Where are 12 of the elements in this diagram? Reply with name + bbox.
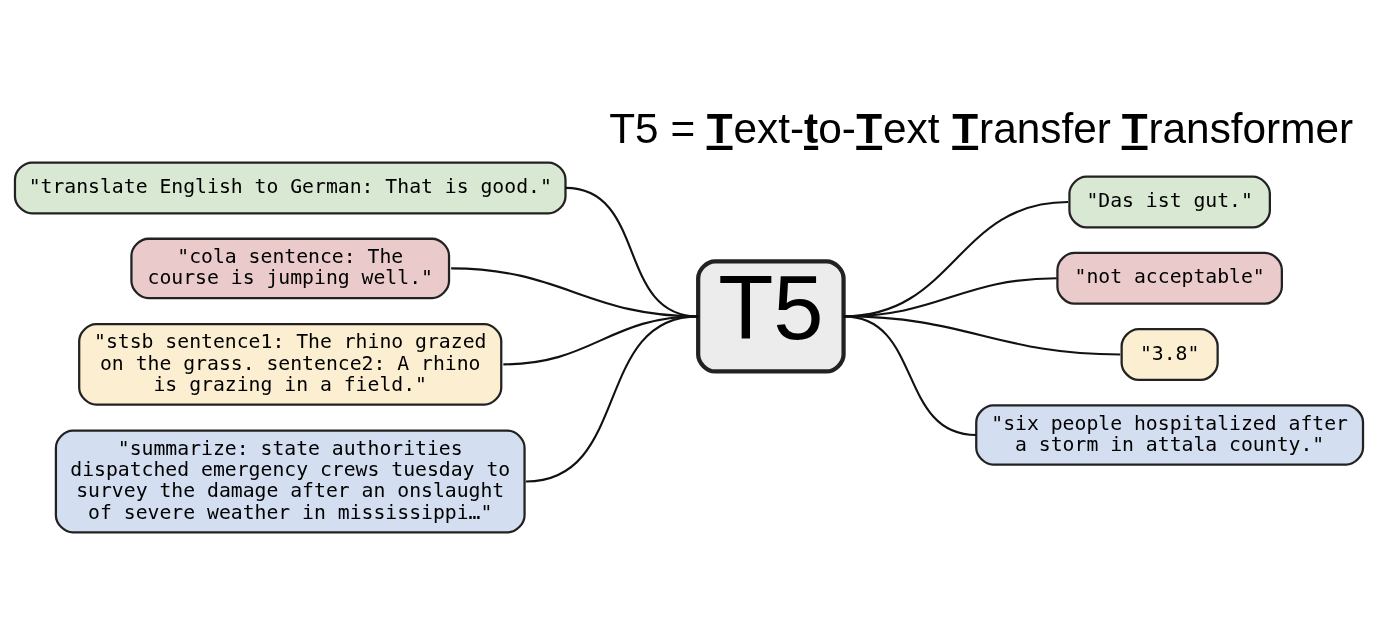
node-box: "summarize: state authorities dispatched emergency crews tuesday to survey the damage after an onslaught of severe weather in mississippi…": [54, 429, 526, 533]
node-box: "Das ist gut.": [1068, 175, 1271, 229]
node-box: "translate English to German: That is good.": [13, 160, 567, 214]
connector: [843, 314, 977, 436]
connector: [525, 314, 699, 483]
diagram-title: T5 = Text-to-Text Transfer Transformer: [609, 104, 1354, 152]
node-box: "not acceptable": [1056, 251, 1283, 305]
node-box: "six people hospitalized after a storm in attala county.": [975, 403, 1365, 466]
node-box: T5: [696, 258, 846, 374]
node-box: "cola sentence: The course is jumping well.": [130, 237, 451, 299]
node-box: "3.8": [1120, 327, 1219, 381]
node-box: "stsb sentence1: The rhino grazed on the grass. sentence2: A rhino is grazing in a field.": [78, 322, 503, 406]
